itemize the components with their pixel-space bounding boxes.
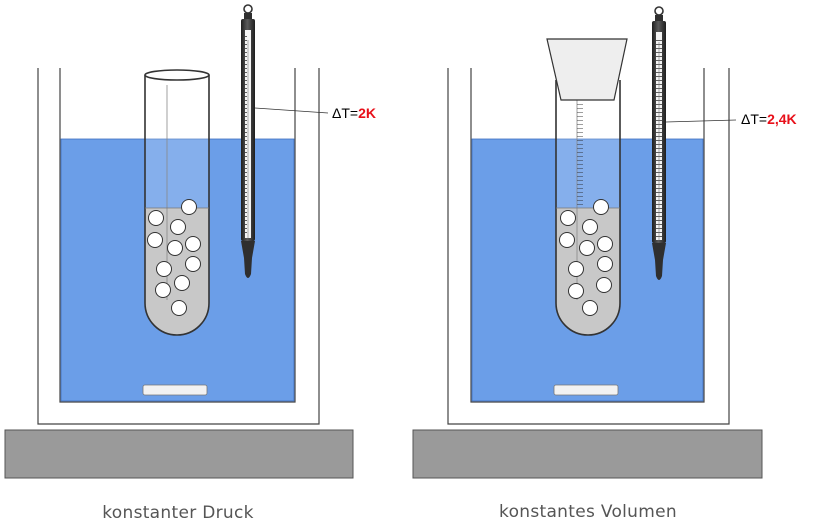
gas-particle <box>568 261 584 277</box>
gas-particle <box>156 261 172 277</box>
gas-particle <box>147 232 163 248</box>
gas-particle <box>597 256 613 272</box>
delta-t-readout: ΔT=2,4K <box>741 111 797 127</box>
hot-plate <box>4 429 354 479</box>
caption-constant-volume: konstantes Volumen <box>499 502 677 522</box>
gas-particle <box>579 240 595 256</box>
hot-plate <box>412 429 763 479</box>
gas-particle <box>559 232 575 248</box>
stir-bar <box>142 384 208 396</box>
thermometer <box>652 6 666 280</box>
gas-particle <box>174 275 190 291</box>
panel-constant-pressure: ΔT=2K konstanter Druck <box>4 4 376 522</box>
gas-particle <box>593 199 609 215</box>
gas-particles <box>559 199 613 316</box>
gas-particle <box>155 282 171 298</box>
inner-beaker <box>470 68 705 403</box>
gas-particle <box>568 283 584 299</box>
gas-particle <box>582 300 598 316</box>
inner-beaker <box>59 68 296 403</box>
caption-constant-pressure: konstanter Druck <box>102 503 254 522</box>
panel-constant-volume: ΔT=2,4K konstantes Volumen <box>412 6 797 522</box>
delta-t-readout: ΔT=2K <box>332 105 376 121</box>
gas-particle <box>185 236 201 252</box>
delta-t-value: 2,4K <box>767 111 797 127</box>
stopper <box>546 38 628 101</box>
gas-particles <box>147 199 201 316</box>
outer-vessel <box>37 68 320 425</box>
gas-particle <box>596 277 612 293</box>
delta-t-pointer <box>665 119 737 123</box>
delta-t-label: ΔT= <box>332 105 358 121</box>
outer-vessel <box>447 68 730 425</box>
gas-particle <box>582 219 598 235</box>
gas-particle <box>167 240 183 256</box>
gas-particle <box>171 300 187 316</box>
gas-particle <box>170 219 186 235</box>
thermometer <box>241 4 255 278</box>
gas-particle <box>185 256 201 272</box>
delta-t-label: ΔT= <box>741 111 767 127</box>
delta-t-pointer <box>254 107 329 114</box>
gas-particle <box>181 199 197 215</box>
gas-particle <box>597 236 613 252</box>
gas-particle <box>148 210 164 226</box>
stir-bar <box>553 384 619 396</box>
delta-t-value: 2K <box>358 105 376 121</box>
gas-particle <box>560 210 576 226</box>
